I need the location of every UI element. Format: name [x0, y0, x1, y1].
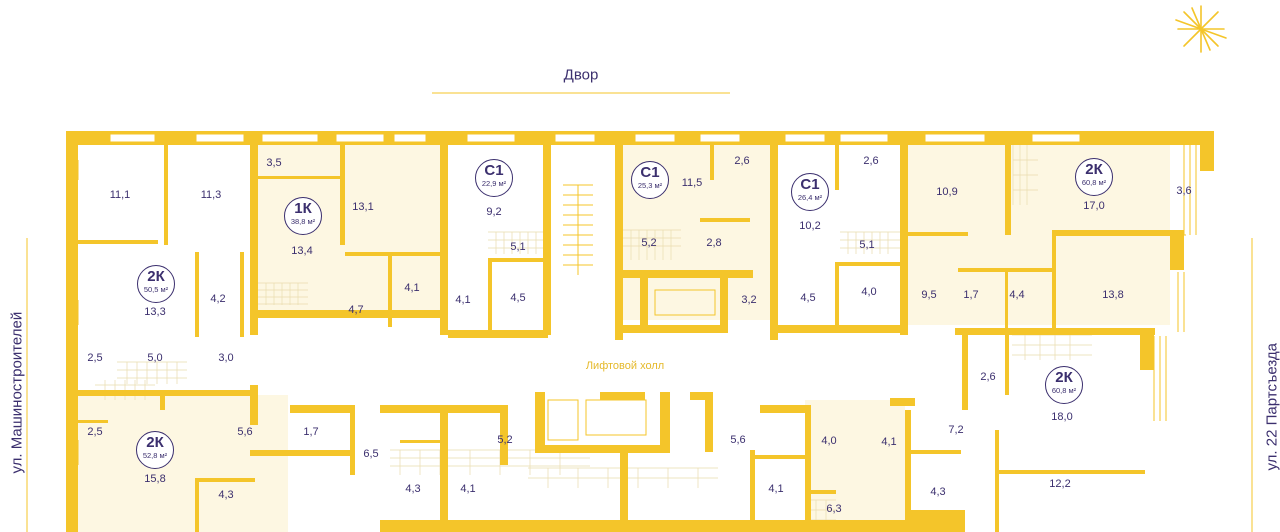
room-area: 5,2	[641, 237, 657, 249]
compass-sun-icon	[1175, 5, 1227, 53]
apartment-type: 2К	[1085, 161, 1103, 178]
room-area: 4,1	[881, 436, 897, 448]
room-area: 4,3	[405, 483, 421, 495]
room-area: 4,0	[821, 435, 837, 447]
room-area: 4,1	[404, 282, 420, 294]
room-area: 17,0	[1083, 200, 1105, 212]
room-area: 11,1	[109, 189, 131, 201]
room-area: 13,1	[352, 201, 374, 213]
apartment-area: 25,3 м²	[637, 181, 663, 190]
room-area: 4,2	[210, 293, 226, 305]
room-area: 7,2	[948, 424, 964, 436]
room-area: 2,8	[706, 237, 722, 249]
apartment-type: 2К	[147, 268, 165, 285]
street-right-label: ул. 22 Партсъезда	[1263, 343, 1280, 471]
room-area: 5,2	[497, 434, 513, 446]
room-area: 4,3	[930, 486, 946, 498]
room-area: 15,8	[144, 473, 166, 485]
room-area: 6,5	[363, 448, 379, 460]
room-area: 4,1	[455, 294, 471, 306]
room-area: 3,2	[741, 294, 757, 306]
apartment-area: 26,4 м²	[797, 193, 823, 202]
apartment-area: 50,5 м²	[143, 285, 169, 294]
room-area: 4,5	[800, 292, 816, 304]
room-area: 11,3	[200, 189, 222, 201]
room-area: 5,1	[510, 241, 526, 253]
room-area: 3,5	[266, 157, 282, 169]
street-left-label: ул. Машиностроителей	[8, 311, 26, 474]
apartment-type: 1К	[294, 200, 312, 217]
apartment-area: 60,8 м²	[1081, 178, 1107, 187]
room-area: 2,5	[87, 426, 103, 438]
room-area: 3,0	[218, 352, 234, 364]
room-area: 4,5	[510, 292, 526, 304]
room-area: 13,3	[144, 306, 166, 318]
room-area: 2,5	[87, 352, 103, 364]
room-area: 2,6	[863, 155, 879, 167]
apartment-type: С1	[800, 176, 820, 193]
elevator-hall-label: Лифтовой холл	[585, 360, 665, 372]
room-area: 6,3	[826, 503, 842, 515]
room-area: 12,2	[1049, 478, 1071, 490]
apartment-area: 60,8 м²	[1051, 386, 1077, 395]
apartment-type: 2К	[1055, 369, 1073, 386]
room-area: 2,6	[734, 155, 750, 167]
apartment-type: С1	[640, 164, 660, 181]
room-area: 9,2	[486, 206, 502, 218]
room-area: 5,6	[237, 426, 253, 438]
room-area: 9,5	[921, 289, 937, 301]
apartment-area: 52,8 м²	[142, 451, 168, 460]
room-area: 13,8	[1102, 289, 1124, 301]
room-area: 10,2	[799, 220, 821, 232]
room-area: 5,0	[147, 352, 163, 364]
apartment-area: 22,9 м²	[481, 179, 507, 188]
room-area: 10,9	[936, 186, 958, 198]
room-area: 1,7	[303, 426, 319, 438]
apartment-area: 38,8 м²	[290, 217, 316, 226]
room-area: 4,1	[768, 483, 784, 495]
apartment-type: 2К	[146, 434, 164, 451]
room-area: 4,0	[861, 286, 877, 298]
room-area: 11,5	[681, 177, 703, 189]
room-area: 4,3	[218, 489, 234, 501]
room-area: 4,4	[1009, 289, 1025, 301]
apartment-type: С1	[484, 162, 504, 179]
room-area: 4,1	[460, 483, 476, 495]
room-area: 18,0	[1051, 411, 1073, 423]
courtyard-label: Двор	[563, 66, 599, 84]
room-area: 13,4	[291, 245, 313, 257]
room-area: 5,6	[730, 434, 746, 446]
room-area: 3,6	[1176, 185, 1192, 197]
room-area: 4,7	[348, 304, 364, 316]
room-area: 2,6	[980, 371, 996, 383]
room-area: 1,7	[963, 289, 979, 301]
room-area: 5,1	[859, 239, 875, 251]
